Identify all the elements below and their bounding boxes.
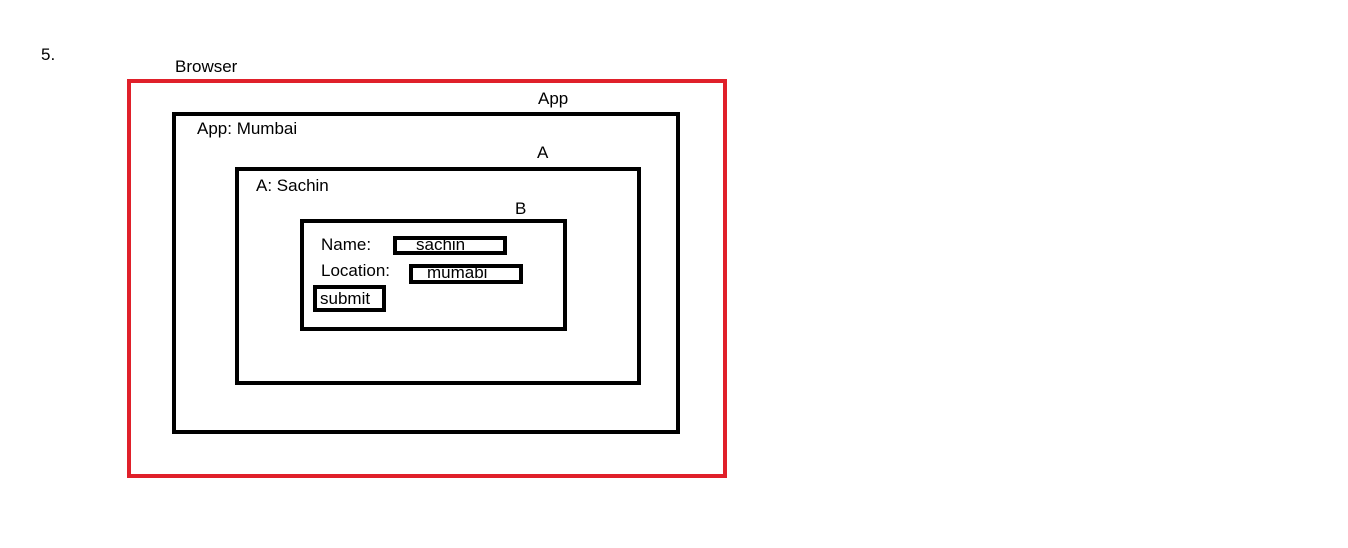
app-component-box	[172, 112, 680, 434]
name-input-value: sachin	[416, 236, 466, 254]
name-input[interactable]: sachin	[393, 236, 507, 255]
location-label: Location:	[321, 261, 390, 280]
name-label: Name:	[321, 235, 372, 254]
submit-button-label: submit	[320, 289, 371, 308]
app-label: App	[538, 89, 569, 108]
browser-box	[127, 79, 727, 478]
b-component-box	[300, 219, 567, 331]
a-state-text: A: Sachin	[256, 176, 329, 195]
b-label: B	[515, 199, 527, 218]
a-label: A	[537, 143, 549, 162]
a-component-box	[235, 167, 641, 385]
browser-label: Browser	[175, 57, 238, 76]
app-state-text: App: Mumbai	[197, 119, 298, 138]
submit-button[interactable]: submit	[313, 285, 386, 312]
location-input-value: mumabi	[427, 264, 488, 282]
location-input[interactable]: mumabi	[409, 264, 523, 284]
step-number: 5.	[41, 45, 56, 64]
